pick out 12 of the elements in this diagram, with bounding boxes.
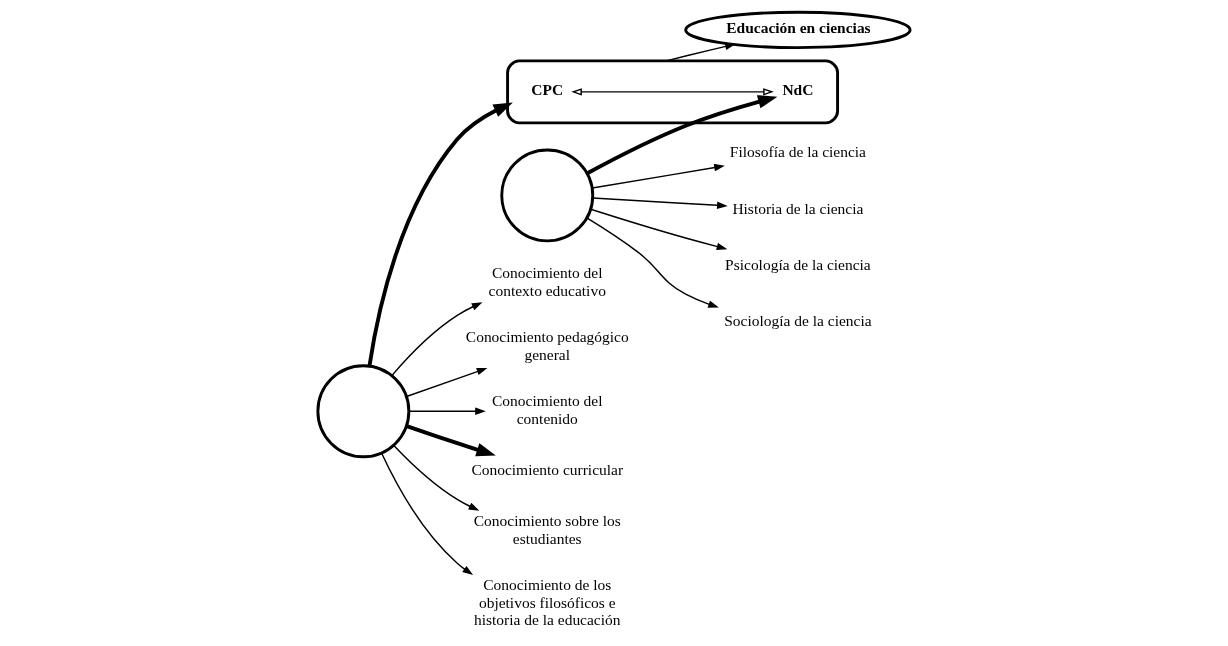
node-text: Conocimiento pedagógico general [465,328,629,363]
node-text: Conocimiento del contenido [492,392,603,427]
node-text: Conocimiento curricular [471,460,624,478]
node-text: Psicología de la ciencia [725,255,871,273]
node-text: Conocimiento sobre los estudiantes [473,512,621,547]
node-text: Historia de la ciencia [732,199,864,217]
node-text: Filosofía de la ciencia [729,143,866,161]
node-text: NdC [782,80,814,98]
node-text: CPC [531,80,564,98]
node-text: Conocimiento de los objetivos filosóficos e historia de la educación [474,576,621,628]
node-text: Conocimiento del contexto educativo [488,264,606,299]
node-text: Sociología de la ciencia [724,311,872,329]
